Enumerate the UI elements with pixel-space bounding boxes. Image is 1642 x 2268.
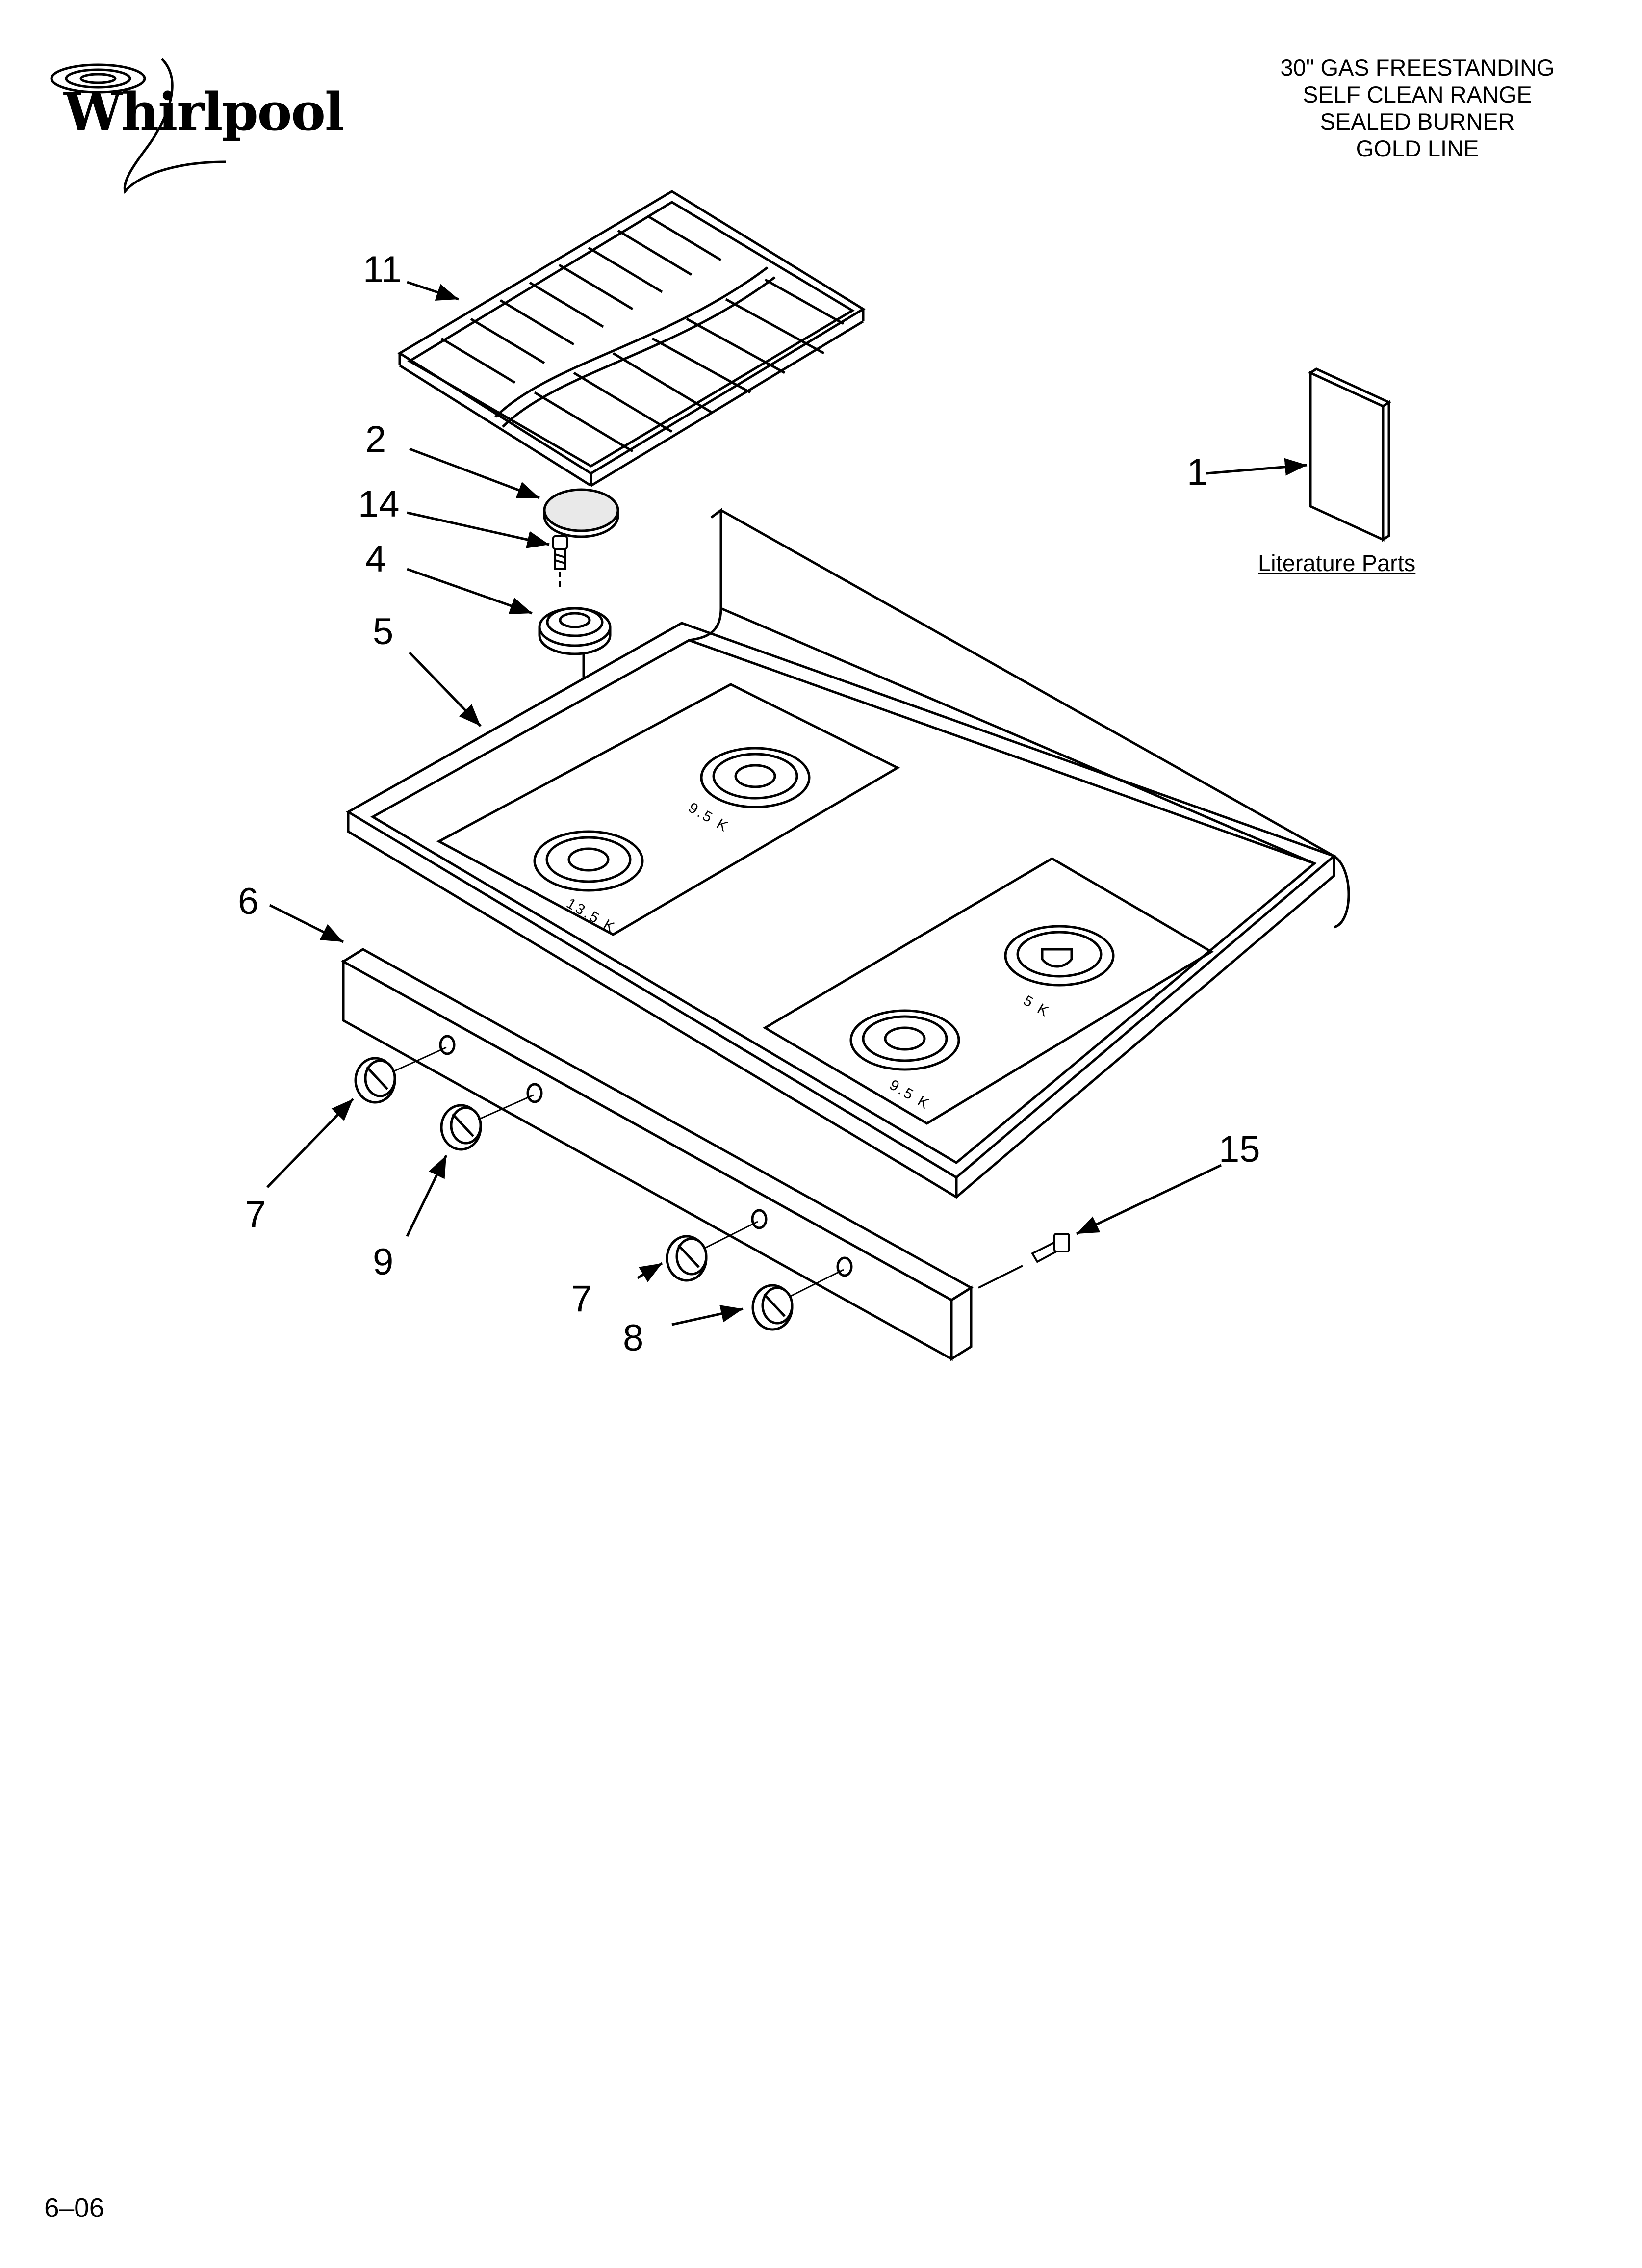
literature-booklet-icon [1308, 367, 1392, 542]
callout-7-left: 7 [245, 1194, 266, 1235]
callout-6: 6 [238, 881, 259, 922]
model-title-block: 30" GAS FREESTANDING SELF CLEAN RANGE SE… [1226, 54, 1609, 162]
side-screw [978, 1233, 1070, 1289]
burner-cap [543, 488, 619, 538]
title-line-4: GOLD LINE [1356, 135, 1479, 161]
knob-9 [440, 1094, 534, 1151]
title-line-1: 30" GAS FREESTANDING [1280, 54, 1555, 80]
burner-grate [397, 190, 866, 487]
manifold-panel [341, 948, 974, 1361]
burner-rear-left [700, 747, 811, 808]
burner-rear-right [1004, 925, 1115, 987]
callout-2: 2 [365, 418, 386, 460]
callout-5: 5 [373, 611, 394, 652]
knob-7-right [666, 1221, 758, 1282]
burner-front-left [533, 830, 644, 892]
knob-8 [751, 1269, 844, 1331]
knob-7-left [354, 1046, 447, 1104]
burner-screw [552, 535, 568, 589]
brand-logo-swirl [50, 58, 226, 194]
callout-7-right: 7 [571, 1278, 592, 1320]
callout-11: 11 [363, 249, 402, 290]
brand-logo: Whirlpool [64, 81, 344, 142]
title-line-2: SELF CLEAN RANGE [1303, 81, 1532, 107]
cooktop-burners [533, 747, 1115, 1071]
page-code: 6–06 [44, 2192, 104, 2223]
callout-1: 1 [1187, 451, 1208, 493]
literature-parts-label: Literature Parts [1258, 550, 1416, 576]
title-line-3: SEALED BURNER [1320, 108, 1515, 134]
control-knobs [354, 1046, 844, 1331]
burner-front-right [849, 1009, 960, 1071]
callout-8: 8 [623, 1317, 644, 1359]
callout-4: 4 [365, 538, 386, 580]
callout-15: 15 [1219, 1128, 1260, 1170]
callout-9: 9 [373, 1241, 394, 1283]
callout-14: 14 [358, 483, 400, 525]
cooktop [346, 508, 1350, 1199]
callout-leaders [266, 281, 1308, 1326]
